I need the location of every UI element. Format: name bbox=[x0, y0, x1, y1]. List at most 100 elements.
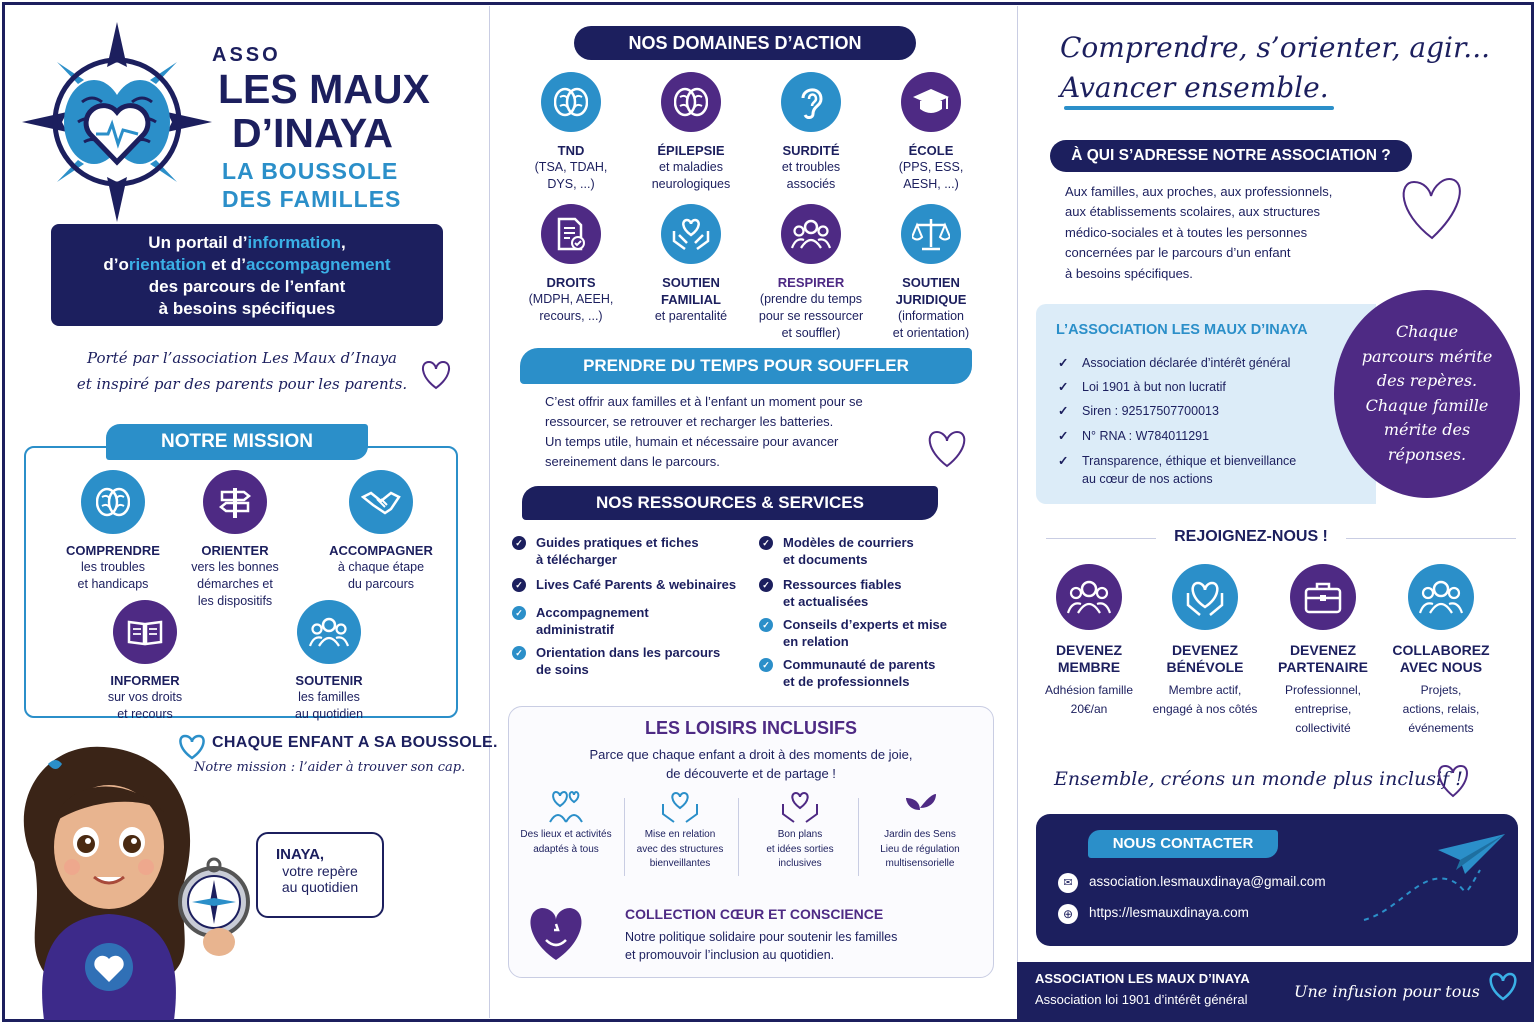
checkmark-icon: ✓ bbox=[1058, 380, 1069, 394]
checkmark-icon: ✓ bbox=[1058, 454, 1069, 468]
loisirs-intro-line: de découverte et de partage ! bbox=[666, 766, 836, 781]
mission-item-desc: les familles bbox=[298, 690, 360, 704]
contact-website[interactable]: https://lesmauxdinaya.com bbox=[1089, 905, 1249, 920]
boussole-subtitle: Notre mission : l’aider à trouver son ca… bbox=[194, 760, 466, 775]
quote-line: Chaque bbox=[1395, 322, 1459, 341]
resource-line: de soins bbox=[536, 662, 589, 677]
mission-item-title: SOUTENIR bbox=[295, 673, 363, 688]
qui-line: médico-sociales et à toutes les personne… bbox=[1065, 224, 1308, 240]
join-desc: engagé à nos côtés bbox=[1152, 702, 1258, 716]
people-icon bbox=[297, 600, 361, 664]
association-text: Siren : 92517507700013 bbox=[1082, 402, 1219, 420]
join-title: DEVENEZ bbox=[1289, 642, 1357, 658]
souffler-line: sereinement dans le parcours. bbox=[545, 454, 720, 469]
hands-heart-icon bbox=[530, 908, 582, 960]
domaine-item: ÉCOLE(PPS, ESS,AESH, ...) bbox=[872, 72, 990, 193]
portal-text: , bbox=[340, 233, 346, 252]
association-text: N° RNA : W784011291 bbox=[1082, 427, 1209, 445]
souffler-line: C’est offrir aux familles et à l’enfant … bbox=[545, 394, 863, 409]
qui-text: Aux familles, aux proches, aux professio… bbox=[1065, 182, 1332, 284]
domaine-title: ÉCOLE bbox=[908, 143, 954, 158]
paper-plane-icon bbox=[1363, 834, 1505, 921]
join-title: DEVENEZ bbox=[1171, 642, 1239, 658]
checkmark-icon: ✓ bbox=[1058, 356, 1069, 370]
resource-line: à télécharger bbox=[536, 552, 617, 567]
domaine-desc: et maladies bbox=[659, 160, 723, 174]
slogan-line: Avancer ensemble. bbox=[1060, 71, 1329, 104]
join-title: COLLABOREZ bbox=[1392, 642, 1490, 658]
ressources-title: NOS RESSOURCES & SERVICES bbox=[522, 486, 938, 520]
heart-icon bbox=[179, 734, 205, 760]
domaine-title: ÉPILEPSIE bbox=[657, 143, 725, 158]
loisirs-box bbox=[508, 706, 994, 978]
bubble-text: votre repère bbox=[282, 863, 358, 879]
check-icon: ✓ bbox=[512, 646, 526, 660]
collection-line: et promouvoir l’inclusion au quotidien. bbox=[625, 948, 835, 962]
join-title: BÉNÉVOLE bbox=[1166, 659, 1244, 675]
boussole-title: CHAQUE ENFANT A SA BOUSSOLE. bbox=[212, 734, 498, 751]
portal-highlight: accompagnement bbox=[246, 255, 391, 274]
plant-icon bbox=[866, 790, 974, 828]
carried-by-text: Porté par l’association Les Maux d’Inaya… bbox=[62, 345, 422, 397]
ear-icon bbox=[781, 72, 841, 132]
divider bbox=[1346, 538, 1516, 539]
loisir-desc: adaptés à tous bbox=[533, 843, 599, 855]
logo-name-line2: D’INAYA bbox=[232, 110, 394, 156]
quote-line: Chaque famille bbox=[1365, 395, 1489, 415]
contact-email[interactable]: association.lesmauxdinaya@gmail.com bbox=[1089, 874, 1326, 889]
domaine-desc: (prendre du temps bbox=[759, 292, 863, 306]
portal-text: et d’ bbox=[206, 255, 247, 274]
footer-title: ASSOCIATION LES MAUX D’INAYA bbox=[1035, 971, 1250, 986]
email-icon: ✉ bbox=[1058, 873, 1078, 893]
domaine-desc: AESH, ...) bbox=[903, 177, 959, 191]
souffler-line: Un temps utile, humain et nécessaire pou… bbox=[545, 434, 839, 449]
domaine-title: TND bbox=[557, 143, 585, 158]
association-line: Siren : 92517507700013 bbox=[1082, 404, 1219, 418]
domaines-title: NOS DOMAINES D’ACTION bbox=[574, 26, 916, 60]
join-desc: Projets, bbox=[1420, 683, 1462, 697]
collection-text: Notre politique solidaire pour soutenir … bbox=[625, 928, 897, 964]
check-icon: ✓ bbox=[759, 618, 773, 632]
resource-line: Accompagnement bbox=[536, 605, 649, 620]
footer-bar bbox=[1017, 962, 1533, 1021]
association-text: Association déclarée d’intérêt général bbox=[1082, 354, 1290, 372]
mission-item-desc: du parcours bbox=[347, 577, 414, 591]
association-line: Loi 1901 à but non lucratif bbox=[1082, 380, 1226, 394]
association-item: ✓Siren : 92517507700013 bbox=[1058, 402, 1219, 420]
heart-icon bbox=[1489, 972, 1517, 1001]
resource-text: Lives Café Parents & webinaires bbox=[536, 576, 736, 593]
join-desc: Membre actif, bbox=[1168, 683, 1242, 697]
divider bbox=[624, 798, 625, 876]
domaine-desc: neurologiques bbox=[651, 177, 731, 191]
association-box bbox=[1036, 304, 1376, 504]
hands-heart-icon bbox=[661, 204, 721, 264]
loisir-desc: bienveillantes bbox=[649, 858, 711, 869]
divider bbox=[858, 798, 859, 876]
mission-item-desc: démarches et bbox=[197, 577, 273, 591]
collection-line: Notre politique solidaire pour soutenir … bbox=[625, 930, 898, 944]
qui-line: aux établissements scolaires, aux struct… bbox=[1065, 204, 1321, 220]
loisir-desc: et idées sorties bbox=[766, 843, 834, 855]
check-icon: ✓ bbox=[512, 536, 526, 550]
domaine-desc: et souffler) bbox=[781, 326, 841, 340]
loisir-desc: Lieu de régulation bbox=[880, 843, 960, 855]
loisir-desc: avec des structures bbox=[636, 843, 724, 855]
document-icon bbox=[541, 204, 601, 264]
domaine-title: SURDITÉ bbox=[782, 143, 840, 158]
loisirs-intro-line: Parce que chaque enfant a droit à des mo… bbox=[589, 747, 913, 762]
loisir-desc: multisensorielle bbox=[885, 858, 955, 869]
